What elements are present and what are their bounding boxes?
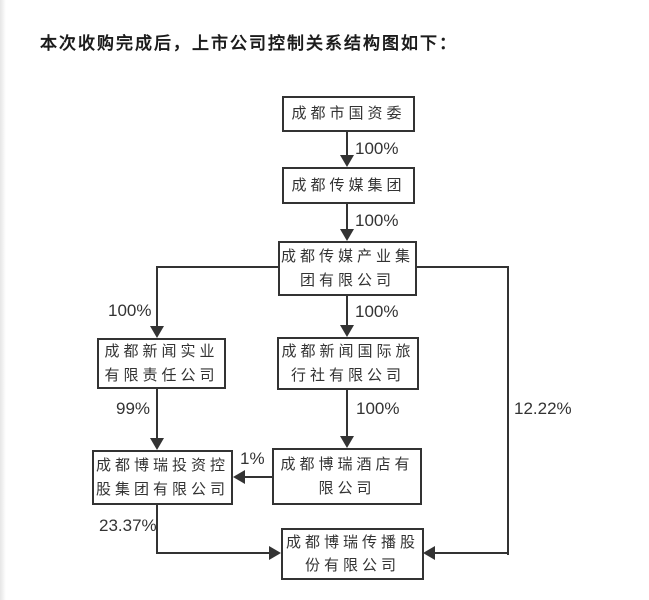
- edge-label-borui-invest-borui-media: 23.37%: [99, 516, 157, 535]
- arrowhead-left-icon: [423, 546, 435, 560]
- node-chengdu-xinwen-shiye: 成都新闻实业 有限责任公司: [97, 338, 226, 389]
- edge-label-media-group-industry-group: 100%: [355, 211, 399, 230]
- node-borui-hotel: 成都博瑞酒店有 限公司: [272, 448, 422, 505]
- connector-line: [417, 266, 509, 268]
- node-chengdu-sasac: 成都市国资委: [282, 96, 415, 132]
- arrowhead-right-icon: [269, 546, 281, 560]
- edge-label-industry-group-borui-media: 12.22%: [514, 399, 572, 418]
- arrowhead-down-icon: [340, 436, 354, 448]
- node-chengdu-media-group: 成都传媒集团: [282, 167, 415, 204]
- edge-label-xinwen-shiye-borui-invest: 99%: [116, 399, 151, 418]
- connector-line: [346, 390, 348, 437]
- connector-line: [346, 296, 348, 326]
- arrowhead-down-icon: [340, 229, 354, 241]
- connector-line: [156, 389, 158, 439]
- arrowhead-down-icon: [340, 155, 354, 167]
- connector-line: [156, 266, 158, 327]
- edge-label-intl-travel-borui-hotel: 100%: [356, 399, 400, 418]
- connector-line: [156, 505, 158, 554]
- connector-line: [346, 204, 348, 230]
- edge-label-sasac-media-group: 100%: [355, 139, 399, 158]
- connector-line: [434, 552, 509, 554]
- connector-line: [507, 266, 509, 555]
- arrowhead-down-icon: [150, 326, 164, 338]
- node-chengdu-intl-travel: 成都新闻国际旅 行社有限公司: [277, 337, 419, 390]
- edge-label-borui-hotel-borui-invest: 1%: [240, 449, 265, 468]
- node-borui-media-listed-company: 成都博瑞传播股 份有限公司: [281, 528, 424, 580]
- page-title: 本次收购完成后，上市公司控制关系结构图如下：: [40, 34, 458, 54]
- node-chengdu-media-industry-group: 成都传媒产业集 团有限公司: [278, 241, 417, 296]
- connector-line: [346, 132, 348, 156]
- node-borui-investment-holding: 成都博瑞投资控 股集团有限公司: [92, 450, 233, 505]
- edge-label-industry-group-xinwen-shiye: 100%: [108, 301, 152, 320]
- page-edge-shading: [0, 0, 6, 600]
- arrowhead-left-icon: [233, 470, 245, 484]
- connector-line: [244, 476, 272, 478]
- edge-label-industry-group-intl-travel: 100%: [355, 302, 399, 321]
- connector-line: [156, 552, 270, 554]
- arrowhead-down-icon: [340, 325, 354, 337]
- arrowhead-down-icon: [150, 438, 164, 450]
- connector-line: [156, 266, 278, 268]
